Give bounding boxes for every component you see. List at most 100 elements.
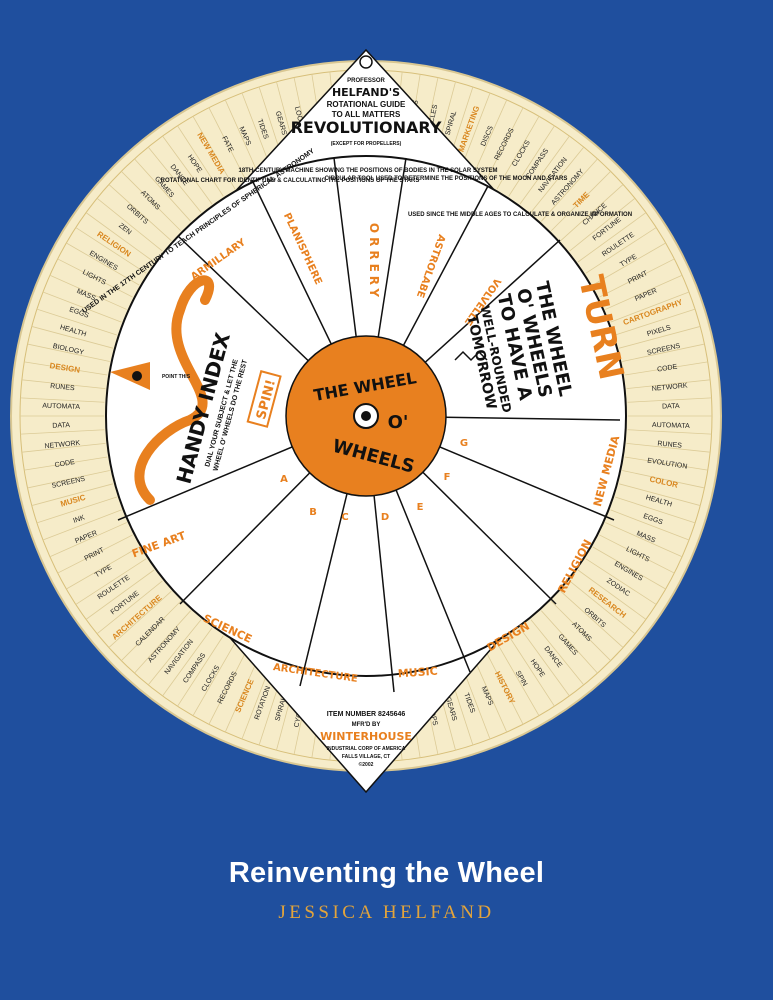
ring-tick: [162, 135, 213, 205]
instrument-desc-astrolabe: CIRCULAR TOOL USED TO DETERMINE THE POSI…: [325, 176, 568, 182]
ring-tick: [162, 627, 213, 697]
ring-tick: [610, 509, 690, 541]
top-label: PROFESSOR HELFAND'S ROTATIONAL GUIDE TO …: [291, 55, 442, 147]
ring-tick: [49, 274, 127, 310]
ring-tick: [147, 619, 202, 686]
ring-tick: [208, 107, 248, 183]
ring-tick: [569, 580, 636, 635]
ring-tick: [31, 326, 114, 349]
ring-tick: [66, 546, 140, 590]
ring-word-label: INK: [72, 514, 86, 525]
bottom-label-line3: WINTERHOUSE: [320, 730, 412, 743]
ring-tick: [585, 558, 657, 605]
ring-tick: [585, 227, 657, 274]
ring-tick: [57, 258, 133, 298]
ring-tick: [121, 171, 182, 232]
ring-tick: [121, 600, 182, 661]
bottom-label-line2: MFR'D BY: [352, 722, 381, 728]
ring-tick: [31, 483, 114, 506]
pointer-arrow-icon: [110, 362, 150, 390]
ring-tick: [592, 546, 666, 590]
subject-letter-d: D: [381, 512, 389, 523]
bottom-label-line1: ITEM NUMBER 8245646: [327, 711, 406, 718]
ring-tick: [36, 496, 117, 524]
ring-tick: [21, 379, 106, 390]
ring-tick: [626, 442, 711, 453]
ring-tick: [541, 158, 598, 222]
ring-tick: [21, 442, 106, 453]
ring-word-label: RUNES: [657, 440, 682, 449]
top-label-line4: TO ALL MATTERS: [332, 110, 401, 119]
ring-tick: [208, 649, 248, 725]
instrument-name-orrery: ORRERY: [367, 223, 381, 301]
instrument-desc-volvelle: USED SINCE THE MIDDLE AGES TO CALCULATE …: [408, 212, 632, 218]
instrument-desc-orrery: 18TH-CENTURY MACHINE SHOWING THE POSITIO…: [238, 168, 497, 174]
ring-word-label: AUTOMATA: [652, 422, 690, 430]
ring-tick: [618, 326, 701, 349]
ring-tick: [560, 184, 624, 241]
ring-tick: [624, 456, 708, 471]
ring-tick: [622, 470, 705, 489]
ring-tick: [66, 242, 140, 286]
ring-tick: [530, 146, 585, 213]
ring-tick: [508, 635, 555, 707]
hang-hole-icon: [359, 55, 373, 69]
ring-tick: [626, 379, 711, 390]
ring-tick: [177, 125, 224, 197]
ring-tick: [615, 496, 696, 524]
ring-tick: [85, 212, 155, 263]
ring-tick: [624, 361, 708, 376]
ring-tick: [108, 591, 172, 648]
ring-tick: [627, 397, 712, 403]
ring-tick: [42, 291, 122, 323]
ring-word-label: DATA: [662, 403, 680, 411]
bottom-label: ITEM NUMBER 8245646 MFR'D BY WINTERHOUSE…: [320, 711, 412, 768]
ring-tick: [605, 274, 683, 310]
subject-letter-c: C: [341, 512, 348, 523]
ring-tick: [192, 116, 236, 190]
ring-tick: [569, 197, 636, 252]
pointer-label: POINT THIS: [162, 374, 191, 380]
ring-tick: [615, 308, 696, 336]
subject-letter-f: F: [444, 472, 451, 483]
ring-tick: [75, 227, 147, 274]
ring-tick: [96, 580, 163, 635]
ring-tick: [618, 483, 701, 506]
squiggle-icon: [454, 350, 488, 362]
hub[interactable]: THE WHEEL O' WHEELS: [285, 335, 447, 497]
subject-name-music: MUSIC: [397, 665, 438, 681]
ring-tick: [224, 99, 260, 177]
ring-tick: [627, 429, 712, 435]
subject-letter-b: B: [309, 507, 317, 518]
ring-tick: [550, 600, 611, 661]
ring-tick: [496, 116, 540, 190]
ring-tick: [472, 655, 508, 733]
ring-word-label: CODE: [657, 364, 678, 374]
top-label-line1: PROFESSOR: [347, 78, 385, 84]
ring-tick: [508, 125, 555, 197]
pointer-hand-icon: [134, 275, 215, 505]
ring-tick: [530, 619, 585, 686]
ring-tick: [496, 642, 540, 716]
top-label-line2: HELFAND'S: [332, 86, 400, 99]
ring-word-label: NETWORK: [652, 382, 689, 392]
ring-tick: [134, 610, 191, 674]
ring-tick: [599, 534, 675, 574]
ring-tick: [20, 429, 105, 435]
ring-tick: [577, 212, 647, 263]
ring-tick: [224, 655, 260, 733]
ring-tick: [484, 649, 524, 725]
ring-tick: [108, 184, 172, 241]
ring-word-label: AUTOMATA: [42, 403, 80, 411]
top-label-line6: (EXCEPT FOR PROPELLERS): [331, 141, 402, 147]
top-label-line3: ROTATIONAL GUIDE: [327, 100, 406, 109]
ring-tick: [57, 534, 133, 574]
ring-tick: [96, 197, 163, 252]
ring-word-label: RUNES: [50, 383, 75, 392]
ring-word-label: DATA: [52, 422, 70, 430]
top-label-line5: REVOLUTIONARY: [291, 118, 442, 137]
ring-tick: [605, 522, 683, 558]
ring-tick: [24, 456, 108, 471]
